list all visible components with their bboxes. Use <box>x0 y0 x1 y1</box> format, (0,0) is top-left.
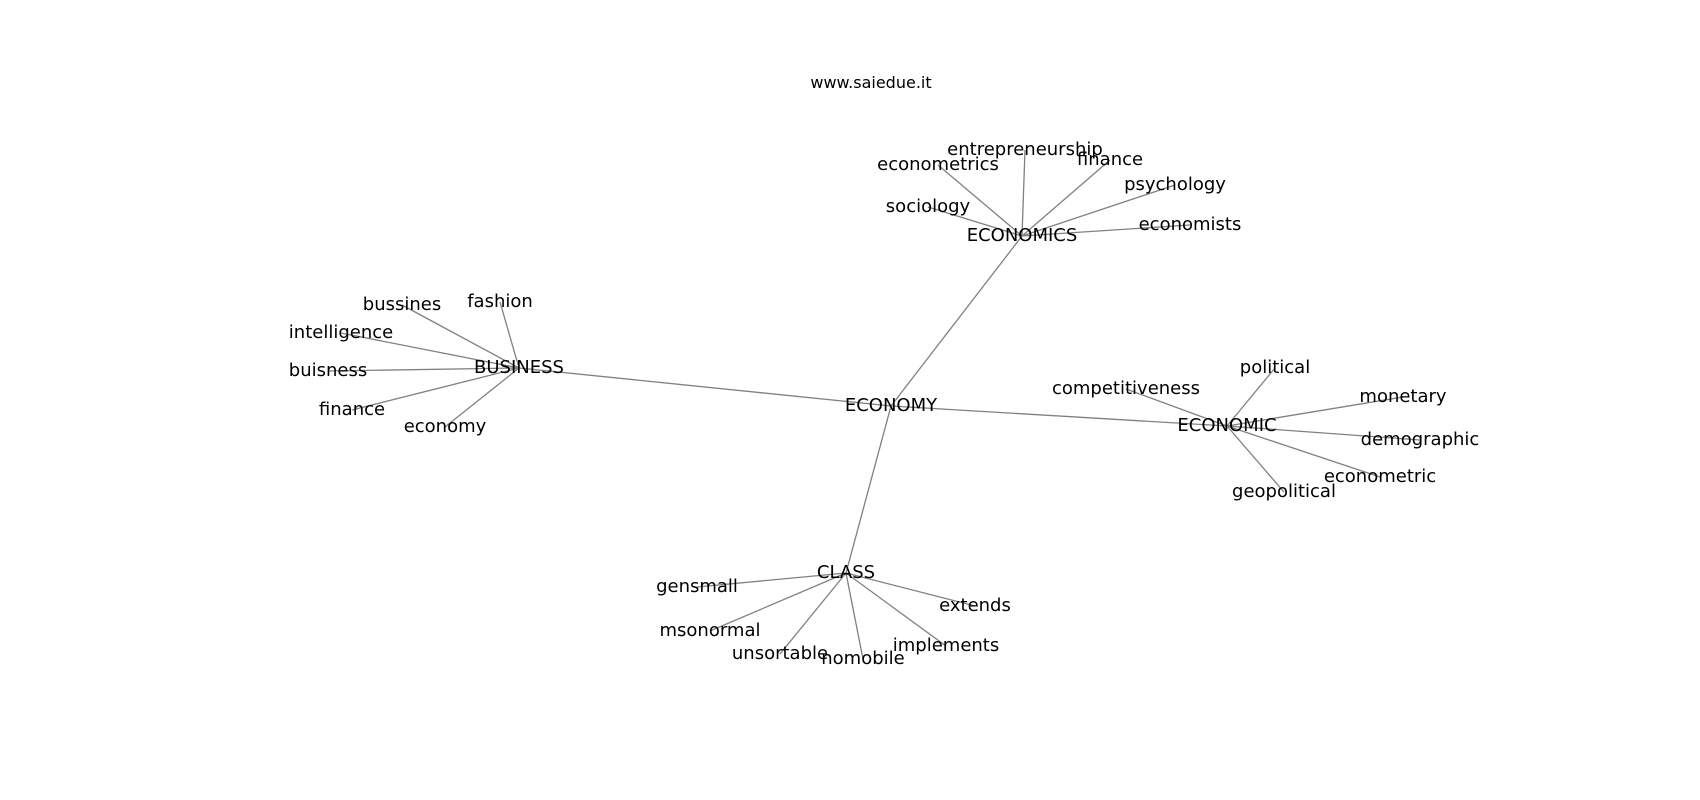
node-label-economy: economy <box>404 416 487 437</box>
edge-economic-econometric <box>1226 425 1381 478</box>
edge-economics-entrepreneurship <box>1021 149 1026 237</box>
node-label-unsortable: unsortable <box>732 643 828 664</box>
edge-economics-economists <box>1021 224 1191 237</box>
node-label-gensmall: gensmall <box>656 576 738 597</box>
label-layer: ECONOMY ECONOMICS econometricsentrepreneur… <box>289 139 1480 669</box>
node-label-extends: extends <box>939 595 1011 616</box>
node-label-finance-2: finance <box>319 399 385 420</box>
node-label-psychology: psychology <box>1124 174 1226 195</box>
node-label-buisness: buisness <box>289 360 367 381</box>
site-label: www.saiedue.it <box>810 73 931 92</box>
edge-class-nomobile <box>845 572 864 660</box>
node-label-economists: economists <box>1139 214 1242 235</box>
edge-economic-monetary <box>1226 396 1404 427</box>
edge-economy-business <box>518 367 892 407</box>
node-label-economic: ECONOMIC <box>1177 415 1276 436</box>
edge-class-extends <box>845 572 976 607</box>
node-label-fashion: fashion <box>467 291 533 312</box>
node-label-entrepreneurship: entrepreneurship <box>947 139 1103 160</box>
node-label-business: BUSINESS <box>474 357 564 378</box>
edge-economic-competitiveness <box>1125 388 1228 427</box>
edge-economic-demographic <box>1226 425 1421 441</box>
node-label-monetary: monetary <box>1359 386 1447 407</box>
edge-economy-economic <box>890 405 1228 427</box>
node-label-geopolitical: geopolitical <box>1232 481 1336 502</box>
node-label-implements: implements <box>893 635 1000 656</box>
node-label-sociology: sociology <box>886 196 971 217</box>
edge-business-bussines <box>401 304 520 369</box>
node-label-demographic: demographic <box>1361 429 1480 450</box>
edge-economics-psychology <box>1021 184 1176 237</box>
edge-business-economy <box>444 367 520 428</box>
edge-class-unsortable <box>779 572 847 655</box>
edge-economics-finance-1 <box>1021 159 1111 237</box>
edge-business-finance-2 <box>351 367 520 411</box>
node-label-intelligence: intelligence <box>289 322 393 343</box>
node-label-econometric: econometric <box>1324 466 1436 487</box>
edge-class-implements <box>845 572 947 647</box>
node-label-economics: ECONOMICS <box>967 225 1078 246</box>
node-label-competitiveness: competitiveness <box>1052 378 1200 399</box>
node-label-class: CLASS <box>817 562 875 583</box>
edge-layer <box>327 149 1421 660</box>
edge-business-intelligence <box>340 332 520 369</box>
edge-business-fashion <box>499 301 520 369</box>
edge-economy-class <box>845 405 892 574</box>
node-label-msonormal: msonormal <box>660 620 761 641</box>
edge-class-gensmall <box>696 572 847 588</box>
edge-class-msonormal <box>709 572 847 632</box>
node-label-nomobile: nomobile <box>821 648 904 669</box>
edge-economy-economics <box>890 235 1023 407</box>
edge-economic-geopolitical <box>1226 425 1285 493</box>
node-label-bussines: bussines <box>363 294 441 315</box>
node-label-political: political <box>1240 357 1310 378</box>
edge-economics-sociology <box>927 206 1023 237</box>
node-label-econometrics: econometrics <box>877 154 999 175</box>
node-label-economy: ECONOMY <box>845 395 938 416</box>
node-label-finance-1: finance <box>1077 149 1143 170</box>
edge-economic-political <box>1226 367 1276 427</box>
edge-economics-econometrics <box>937 164 1023 237</box>
edge-business-buisness <box>327 367 520 372</box>
